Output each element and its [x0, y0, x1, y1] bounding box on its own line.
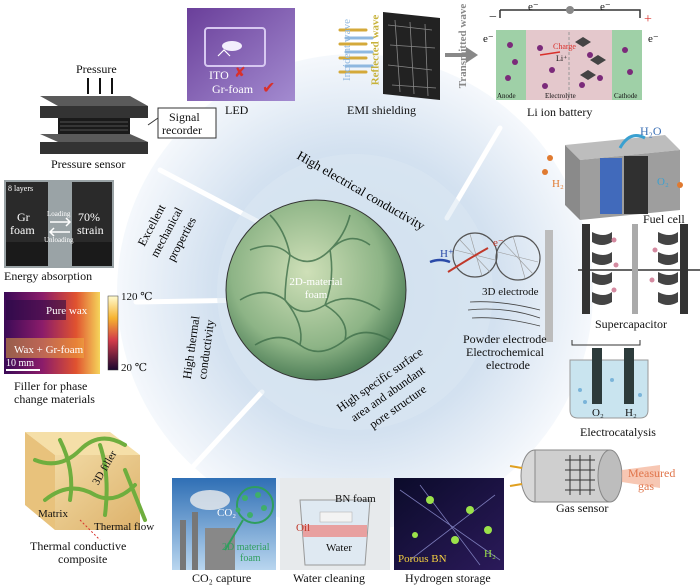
- battery-minus: −: [489, 10, 497, 25]
- gassensor-caption: Gas sensor: [556, 501, 609, 515]
- pcm-tmax: 120 ℃: [121, 291, 153, 303]
- fuelcell-h2o: H₂O: [640, 124, 662, 138]
- energy-foam: foam: [10, 223, 35, 237]
- co2-foam-2: foam: [240, 553, 261, 564]
- battery-anode: Anode: [497, 92, 516, 100]
- energy-loading: Loading: [47, 210, 71, 218]
- electrode-panel: [429, 230, 553, 342]
- water-panel: [280, 478, 390, 570]
- fuelcell-h2: H₂: [552, 178, 564, 190]
- pressure-top: Pressure: [76, 62, 117, 76]
- battery-cathode: Cathode: [614, 92, 638, 100]
- led-check-icon: ✔: [262, 80, 276, 97]
- led-panel: [187, 8, 295, 101]
- battery-e-top2: e⁻: [600, 1, 611, 13]
- battery-caption: Li ion battery: [527, 105, 593, 119]
- energy-strain: strain: [77, 223, 104, 237]
- pressure-recorder: recorder: [162, 123, 202, 137]
- supercap-panel: [578, 224, 700, 314]
- emi-caption: EMI shielding: [347, 103, 416, 117]
- fuelcell-o2: O₂: [657, 176, 669, 188]
- water-caption: Water cleaning: [293, 571, 365, 585]
- emi-incident: Incident wave: [341, 19, 353, 81]
- electrode-3d: 3D electrode: [482, 286, 539, 298]
- energy-caption: Energy absorption: [4, 269, 93, 283]
- hydrogen-caption: Hydrogen storage: [405, 571, 491, 585]
- pcm-tmin: 20 ℃: [121, 362, 148, 374]
- composite-caption-2: composite: [58, 552, 108, 566]
- co2-foam: 2D material: [222, 542, 270, 553]
- battery-e-top1: e⁻: [528, 1, 539, 13]
- co2-caption: CO₂ capture: [192, 571, 252, 585]
- water-bn: BN foam: [335, 493, 376, 505]
- battery-e-left: e⁻: [483, 33, 494, 45]
- supercap-caption: Supercapacitor: [595, 317, 667, 331]
- battery-electrolyte: Electrolyte: [545, 92, 576, 100]
- fuelcell-caption: Fuel cell: [643, 212, 685, 226]
- co2-panel: [172, 478, 276, 570]
- water-oil: Oil: [296, 522, 311, 534]
- composite-caption-1: Thermal conductive: [30, 539, 127, 553]
- center-foam: [225, 199, 407, 381]
- pcm-pure: Pure wax: [46, 305, 88, 317]
- electrode-h: H⁺: [440, 248, 454, 260]
- pcm-caption-2: change materials: [14, 392, 95, 406]
- fuelcell-panel: [542, 134, 683, 220]
- electrocat-caption: Electrocatalysis: [580, 425, 656, 439]
- hydrogen-panel: [394, 478, 504, 570]
- composite-matrix: Matrix: [38, 508, 68, 520]
- emi-reflected: Reflected wave: [369, 14, 382, 86]
- energy-pct: 70%: [78, 210, 100, 224]
- electrocat-h2: H₂: [625, 407, 637, 419]
- hydrogen-porous: Porous BN: [398, 553, 447, 565]
- electrode-electrochem: Electrochemical: [466, 345, 544, 359]
- electrode-electrode: electrode: [486, 358, 530, 372]
- emi-panel: [338, 12, 478, 100]
- emi-transmitted: Transmitted wave: [457, 3, 470, 89]
- battery-charge: Charge: [553, 42, 576, 51]
- led-red-cross-icon: ✘: [234, 66, 246, 81]
- pressure-panel: [40, 78, 217, 154]
- composite-flow: Thermal flow: [94, 521, 155, 533]
- gassensor-panel: [509, 449, 660, 503]
- pcm-scale: 10 mm: [6, 358, 35, 369]
- electrode-powder: Powder electrode: [463, 332, 547, 346]
- energy-layers: 8 layers: [8, 184, 34, 193]
- co2-label: CO₂: [217, 507, 237, 519]
- pcm-caption-1: Filler for phase: [14, 379, 88, 393]
- battery-e-right: e⁻: [648, 33, 659, 45]
- pcm-mix: Wax + Gr-foam: [14, 344, 84, 356]
- energy-panel: [4, 180, 114, 268]
- energy-unloading: Unloading: [44, 236, 74, 244]
- battery-li: Li⁺: [556, 54, 568, 63]
- led-ito: ITO: [209, 68, 229, 82]
- led-grfoam: Gr-foam: [212, 82, 254, 96]
- energy-gr: Gr: [17, 210, 30, 224]
- hydrogen-h2: H₂: [484, 548, 496, 560]
- center-label-line-1: 2D-material: [289, 276, 342, 288]
- electrocat-panel: [569, 340, 649, 419]
- composite-panel: [25, 432, 147, 541]
- pcm-panel: [4, 292, 119, 374]
- electrocat-o2: O₂: [592, 407, 604, 419]
- battery-plus: +: [644, 12, 652, 27]
- led-caption: LED: [225, 103, 249, 117]
- center-label-line-2: foam: [305, 289, 328, 301]
- pressure-signal: Signal: [169, 110, 200, 124]
- gassensor-gas: gas: [638, 479, 654, 493]
- water-water: Water: [326, 542, 352, 554]
- pressure-caption: Pressure sensor: [51, 157, 126, 171]
- battery-panel: [496, 6, 642, 100]
- gassensor-measured: Measured: [628, 466, 676, 480]
- electrode-e: e⁻: [493, 237, 504, 249]
